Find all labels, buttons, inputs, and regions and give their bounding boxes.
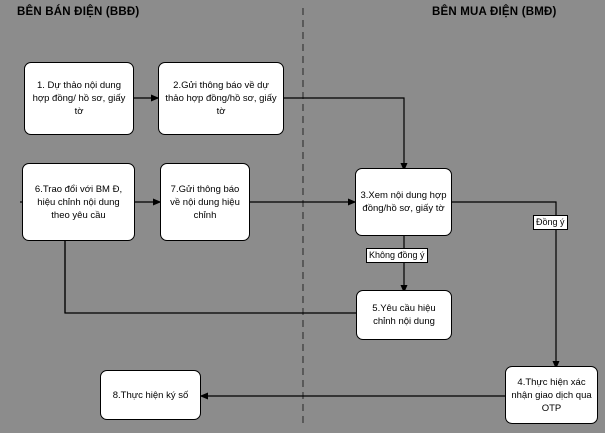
node-8[interactable]: 8.Thực hiện ký số [100, 370, 201, 420]
node-7-label: 7.Gửi thông báo về nội dung hiệu chỉnh [170, 183, 240, 221]
node-4[interactable]: 4.Thực hiện xác nhận giao dịch qua OTP [505, 366, 598, 424]
node-3[interactable]: 3.Xem nội dung hợp đồng/hồ sơ, giấy tờ [355, 168, 452, 236]
node-2[interactable]: 2.Gửi thông báo về dự thảo hợp đồng/hồ s… [158, 62, 284, 135]
node-1[interactable]: 1. Dự thảo nội dung hợp đồng/ hồ sơ, giấ… [24, 62, 134, 135]
edge-label-dong-y: Đồng ý [533, 215, 568, 230]
node-7[interactable]: 7.Gửi thông báo về nội dung hiệu chỉnh [160, 163, 250, 241]
node-6[interactable]: 6.Trao đổi với BM Đ, hiệu chỉnh nội dung… [22, 163, 135, 241]
node-2-label: 2.Gửi thông báo về dự thảo hợp đồng/hồ s… [165, 80, 277, 117]
node-5[interactable]: 5.Yêu cầu hiệu chỉnh nội dung [356, 290, 452, 340]
node-8-label: 8.Thực hiện ký số [112, 389, 189, 401]
heading-right: BÊN MUA ĐIỆN (BMĐ) [432, 6, 557, 18]
edge-label-khong-dong-y: Không đồng ý [366, 248, 428, 263]
node-5-label: 5.Yêu cầu hiệu chỉnh nội dung [372, 303, 436, 327]
node-1-label: 1. Dự thảo nội dung hợp đồng/ hồ sơ, giấ… [32, 80, 126, 117]
node-4-label: 4.Thực hiện xác nhận giao dịch qua OTP [511, 376, 592, 414]
node-6-label: 6.Trao đổi với BM Đ, hiệu chỉnh nội dung… [34, 183, 123, 221]
heading-left: BÊN BÁN ĐIỆN (BBĐ) [17, 6, 140, 18]
node-3-label: 3.Xem nội dung hợp đồng/hồ sơ, giấy tờ [360, 190, 447, 214]
